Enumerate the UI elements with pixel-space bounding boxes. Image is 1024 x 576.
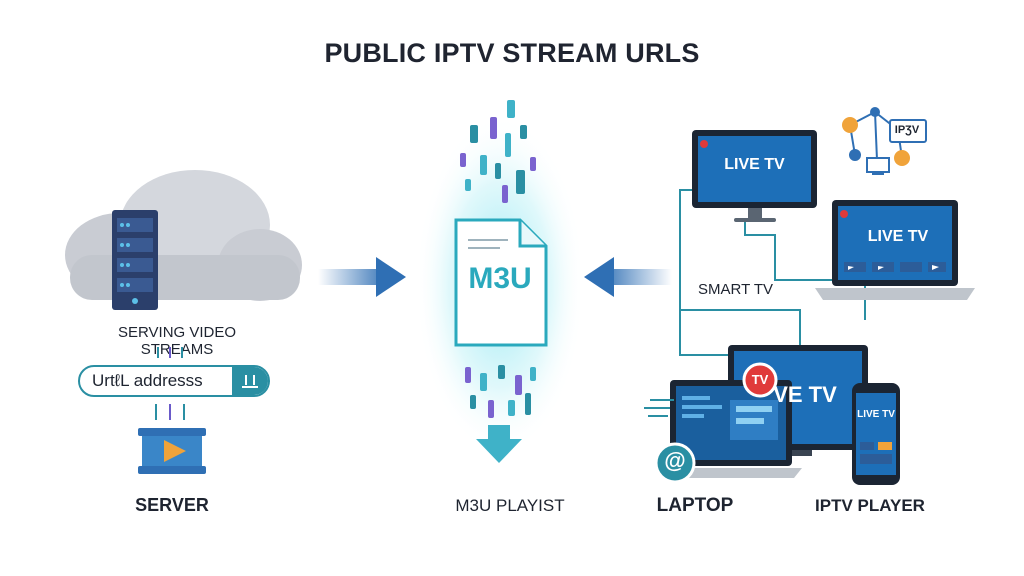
arrow-right-icon	[318, 257, 406, 297]
iptv-player-label: IPTV PLAYER	[815, 496, 925, 515]
monitor-icon	[692, 130, 817, 222]
cloud-icon	[65, 170, 302, 301]
smart-tv-label: SMART TV	[698, 281, 774, 298]
m3u-file-label: M3U	[468, 262, 532, 295]
url-go-button[interactable]	[232, 367, 268, 395]
tv-badge-icon	[742, 362, 778, 398]
download-icon	[242, 375, 258, 388]
laptop-icon-top	[815, 200, 975, 300]
phone-screen-text: LIVE TV	[857, 409, 895, 420]
speed-lines	[644, 399, 674, 417]
laptop-icon-bottom	[660, 380, 802, 478]
m3u-playlist-label: M3U PLAYIST	[455, 496, 565, 515]
laptop-screen-text: LIVE TV	[867, 228, 929, 245]
monitor-screen-text: LIVE TV	[724, 156, 785, 173]
at-symbol-text: @	[664, 448, 686, 473]
cloud-server-illustration	[65, 170, 302, 310]
m3u-playlist-illustration	[420, 100, 580, 463]
network-badge-text: IPƷV	[894, 124, 920, 136]
m3u-file-icon	[454, 218, 548, 347]
url-address-text: UrtℓL addresss	[92, 371, 203, 390]
phone-icon	[852, 383, 900, 485]
arrow-down-icon	[476, 425, 522, 463]
tv-badge-text: TV	[751, 372, 769, 387]
arrow-left-icon	[584, 257, 672, 297]
server-rack-icon	[112, 210, 158, 310]
smart-tv-screen-text: VE TV	[773, 382, 837, 407]
email-at-icon	[654, 442, 696, 484]
down-dashes	[155, 404, 185, 420]
laptop-label: LAPTOP	[656, 495, 734, 516]
server-label: SERVER	[135, 495, 209, 515]
upload-dashes	[157, 347, 183, 358]
network-icon	[842, 107, 927, 175]
data-stream-bars-top	[460, 100, 536, 203]
devices-illustration	[644, 107, 975, 485]
diagram-title: PUBLIC IPTV STREAM URLS	[324, 38, 700, 68]
video-server-icon	[138, 428, 206, 474]
data-stream-bars-bottom	[465, 365, 536, 418]
